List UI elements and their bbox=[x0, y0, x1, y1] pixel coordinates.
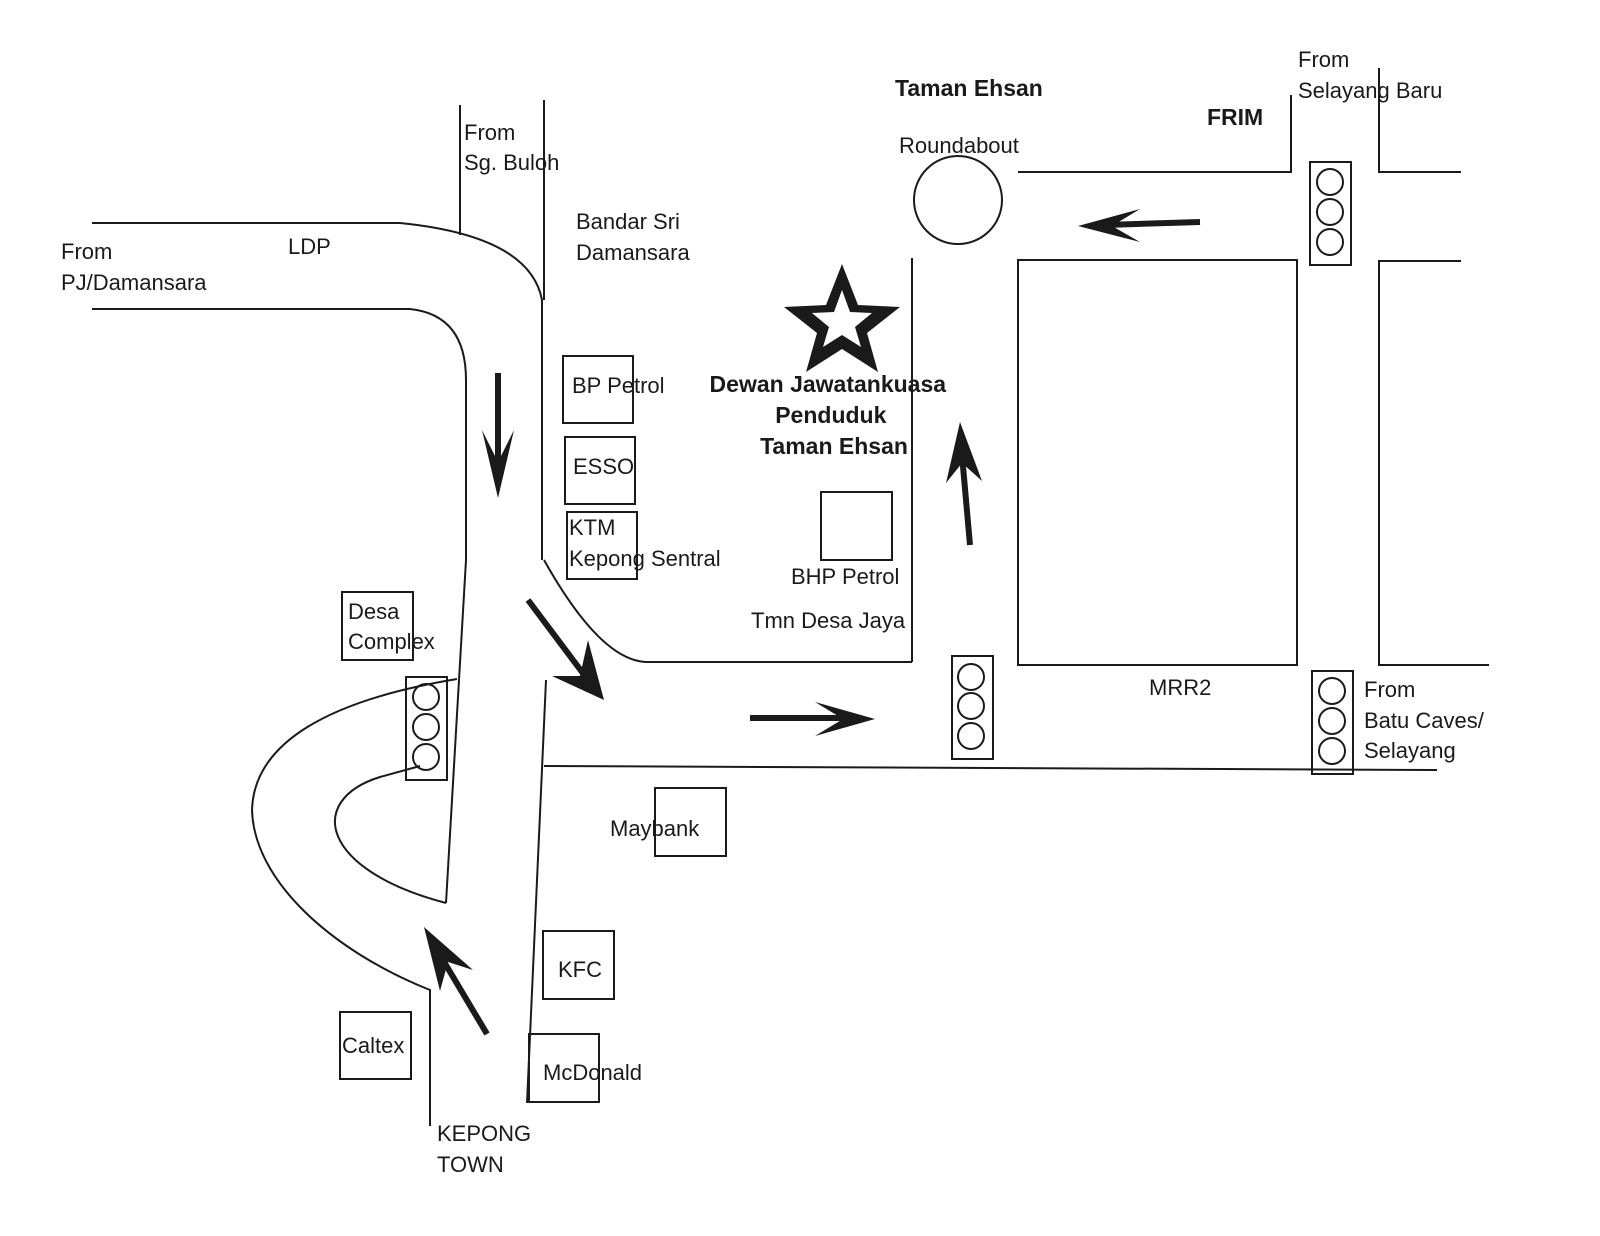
label-mrr2: MRR2 bbox=[1149, 675, 1211, 700]
label-frim: FRIM bbox=[1207, 104, 1263, 130]
label-kepong-town: KEPONG TOWN bbox=[437, 1121, 537, 1177]
label-taman-ehsan: Taman Ehsan bbox=[895, 75, 1043, 101]
label-destination: Dewan Jawatankuasa Penduduk Taman Ehsan bbox=[710, 371, 953, 459]
label-desa-complex: Desa Complex bbox=[348, 599, 435, 654]
arrow-icon bbox=[482, 373, 514, 498]
road-loop-outer bbox=[250, 678, 458, 1126]
road-kepong-west bbox=[445, 559, 467, 904]
road-mrr2-east-upper bbox=[1378, 260, 1489, 666]
road-desa-jaya-curve bbox=[543, 559, 912, 663]
esso-box bbox=[564, 436, 636, 505]
arrow-icon bbox=[946, 422, 982, 546]
road-ldp-upper bbox=[92, 222, 543, 560]
traffic-light-desa-jaya bbox=[951, 655, 994, 760]
maybank-box bbox=[654, 787, 727, 857]
label-mcdonald: McDonald bbox=[543, 1060, 642, 1085]
ktm-box bbox=[566, 511, 638, 580]
label-from-batu-caves: From Batu Caves/ Selayang bbox=[1364, 677, 1490, 763]
arrow-icon bbox=[525, 598, 604, 700]
label-bhp-petrol: BHP Petrol bbox=[791, 564, 899, 589]
roads bbox=[92, 68, 1489, 1126]
label-tmn-desa-jaya: Tmn Desa Jaya bbox=[751, 608, 906, 633]
arrow-icon bbox=[1078, 209, 1201, 242]
bp-petrol-box bbox=[562, 355, 634, 424]
label-from-pj: From PJ/Damansara bbox=[61, 239, 207, 295]
traffic-light-icon bbox=[405, 676, 448, 781]
traffic-light-icon bbox=[1311, 670, 1354, 775]
desa-complex-box bbox=[341, 591, 414, 661]
map-labels: From Sg. Buloh From PJ/Damansara LDP Ban… bbox=[61, 47, 1490, 1177]
arrow-icon bbox=[424, 927, 490, 1036]
road-mrr2-south bbox=[543, 765, 1438, 771]
caltex-box bbox=[339, 1011, 412, 1080]
traffic-light-icon bbox=[1309, 161, 1352, 266]
label-ldp: LDP bbox=[288, 234, 331, 259]
traffic-light-icon bbox=[951, 655, 994, 760]
mcdonald-box bbox=[528, 1033, 600, 1103]
road-ldp-lower bbox=[92, 308, 467, 560]
label-roundabout: Roundabout bbox=[899, 133, 1019, 158]
label-bp-petrol: BP Petrol bbox=[572, 373, 665, 398]
road-selayang-baru-east bbox=[1378, 68, 1461, 173]
label-kfc: KFC bbox=[558, 957, 602, 982]
label-from-selayang-baru: From Selayang Baru bbox=[1298, 47, 1442, 103]
road-loop-inner bbox=[334, 765, 447, 904]
arrow-icon bbox=[750, 702, 875, 736]
label-from-sg-buloh: From Sg. Buloh bbox=[464, 120, 559, 175]
label-ktm: KTM Kepong Sentral bbox=[569, 515, 721, 571]
traffic-light-batu-caves bbox=[1311, 670, 1354, 775]
landmarks bbox=[339, 355, 893, 1103]
star-icon bbox=[784, 264, 900, 372]
bhp-petrol-box bbox=[820, 491, 893, 561]
label-maybank: Maybank bbox=[610, 816, 700, 841]
kfc-box bbox=[542, 930, 615, 1000]
roundabout-icon bbox=[913, 155, 1003, 245]
label-esso: ESSO bbox=[573, 454, 634, 479]
road-frim-south bbox=[1017, 259, 1298, 666]
traffic-light-selayang-baru bbox=[1309, 161, 1352, 266]
traffic-light-desa-complex bbox=[405, 676, 448, 781]
label-bandar-sri: Bandar Sri Damansara bbox=[576, 209, 690, 265]
road-frim-north bbox=[1018, 95, 1292, 173]
road-kepong-east bbox=[526, 679, 547, 1104]
label-caltex: Caltex bbox=[342, 1033, 404, 1058]
